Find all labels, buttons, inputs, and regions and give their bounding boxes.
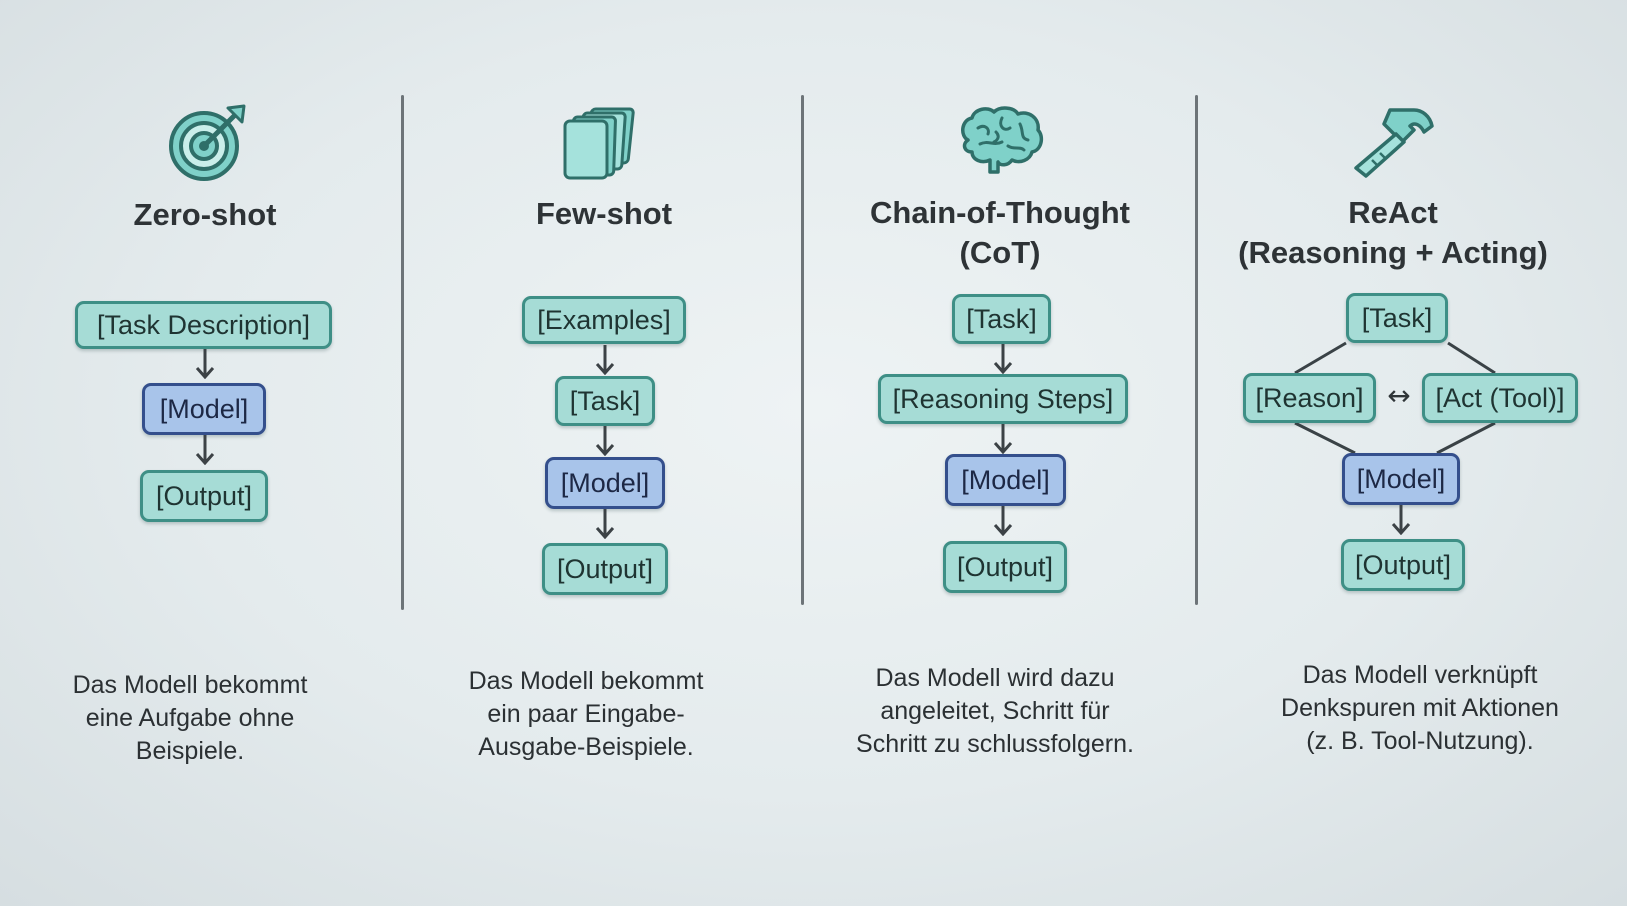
description-react: Das Modell verknüpft Denkspuren mit Akti… bbox=[1281, 661, 1559, 755]
hammer-icon bbox=[1352, 106, 1434, 178]
arrow-down-icon bbox=[993, 344, 1013, 374]
column-divider-3 bbox=[1195, 95, 1198, 605]
target-icon bbox=[166, 104, 248, 184]
arrow-down-icon bbox=[595, 426, 615, 456]
arrow-down-icon bbox=[1391, 505, 1411, 535]
title-few-shot: Few-shot bbox=[535, 196, 673, 231]
arrow-down-icon bbox=[993, 506, 1013, 536]
box-reasoning-steps: [Reasoning Steps] bbox=[878, 374, 1128, 424]
title-react: ReAct (Reasoning + Acting) bbox=[1238, 195, 1548, 270]
box-output: [Output] bbox=[943, 541, 1067, 593]
box-output: [Output] bbox=[140, 470, 268, 522]
brain-icon bbox=[958, 106, 1044, 176]
box-model: [Model] bbox=[545, 457, 665, 509]
stacked-cards-icon bbox=[563, 107, 635, 180]
arrow-down-icon bbox=[195, 435, 215, 465]
box-task: [Task] bbox=[555, 376, 655, 426]
description-few-shot: Das Modell bekommt ein paar Eingabe- Aus… bbox=[468, 667, 704, 761]
box-task: [Task] bbox=[1346, 293, 1448, 343]
box-output: [Output] bbox=[542, 543, 668, 595]
column-divider-1 bbox=[401, 95, 404, 610]
box-output: [Output] bbox=[1341, 539, 1465, 591]
box-model: [Model] bbox=[945, 454, 1066, 506]
exchange-arrow-icon: ↔ bbox=[1387, 379, 1411, 412]
box-task: [Task] bbox=[952, 294, 1051, 344]
box-reason: [Reason] bbox=[1243, 373, 1376, 423]
arrow-down-icon bbox=[595, 345, 615, 375]
arrow-down-icon bbox=[595, 509, 615, 539]
title-zero-shot: Zero-shot bbox=[133, 197, 277, 232]
box-model: [Model] bbox=[1342, 453, 1460, 505]
description-zero-shot: Das Modell bekommt eine Aufgabe ohne Bei… bbox=[72, 671, 308, 765]
title-chain-of-thought: Chain-of-Thought (CoT) bbox=[870, 195, 1130, 270]
box-task-description: [Task Description] bbox=[75, 301, 332, 349]
box-model: [Model] bbox=[142, 383, 266, 435]
column-divider-2 bbox=[801, 95, 804, 605]
arrow-down-icon bbox=[993, 424, 1013, 454]
box-examples: [Examples] bbox=[522, 296, 686, 344]
box-act-tool: [Act (Tool)] bbox=[1422, 373, 1578, 423]
description-chain-of-thought: Das Modell wird dazu angeleitet, Schritt… bbox=[856, 664, 1134, 758]
arrow-down-icon bbox=[195, 349, 215, 379]
